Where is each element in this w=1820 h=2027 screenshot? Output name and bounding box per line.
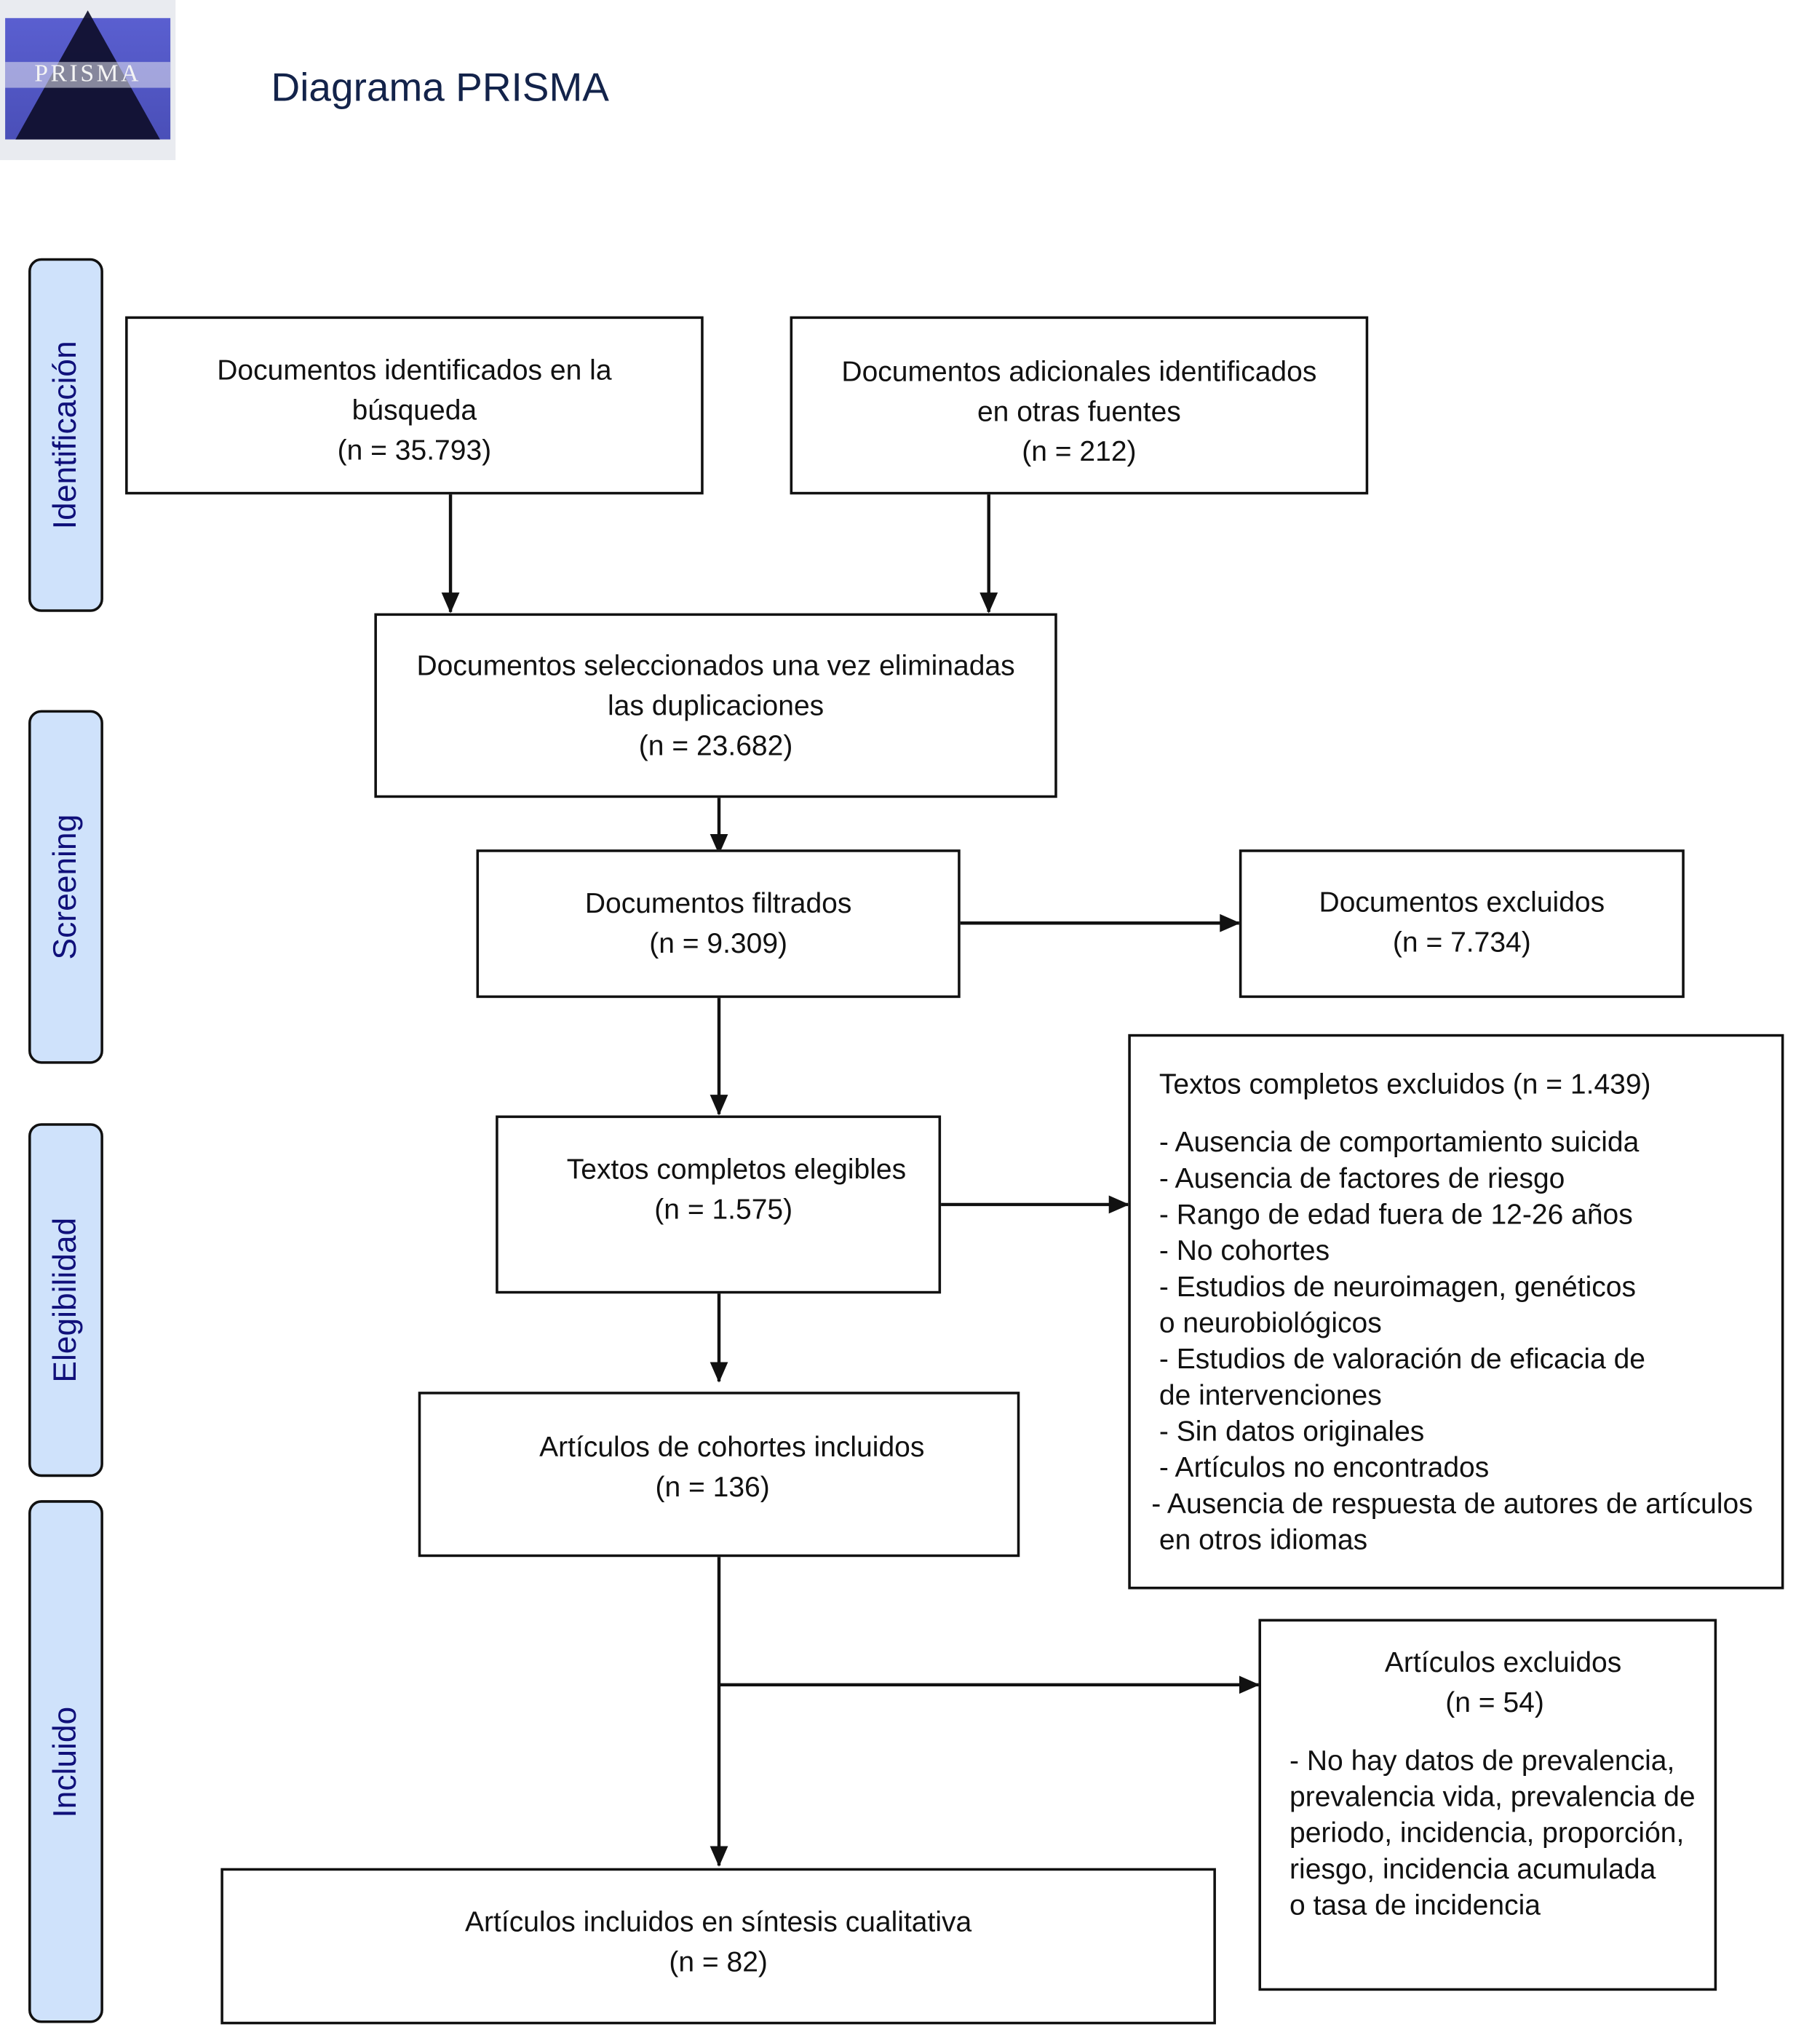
box-line: Textos completos elegibles (566, 1153, 907, 1186)
box-excluded: Documentos excluidos (n = 7.734) (1239, 849, 1685, 999)
box-line: Artículos excluidos (1384, 1646, 1622, 1678)
box-line: Artículos incluidos en síntesis cualitat… (464, 1905, 972, 1938)
list-item: - Sin datos originales (1159, 1415, 1425, 1448)
box-line: Documentos adicionales identificados (841, 354, 1317, 388)
list-item: - Ausencia de factores de riesgo (1159, 1162, 1565, 1194)
box-identified: Documentos identificados en la búsqueda … (125, 316, 704, 495)
box-count: (n = 7.734) (1392, 925, 1531, 959)
prisma-logo: PRISMA (0, 0, 176, 160)
phase-elegibilidad: Elegibilidad (28, 1123, 103, 1477)
phase-identificacion: Identificación (28, 258, 103, 612)
logo-text: PRISMA (5, 61, 171, 88)
box-count: (n = 1.575) (654, 1192, 793, 1226)
list-item: - No hay datos de prevalencia, (1290, 1744, 1675, 1777)
list-item: prevalencia vida, prevalencia de (1290, 1780, 1696, 1813)
box-additional: Documentos adicionales identificados en … (790, 316, 1369, 495)
box-line: las duplicaciones (607, 689, 824, 722)
phase-screening: Screening (28, 710, 103, 1064)
list-item: - No cohortes (1159, 1234, 1330, 1267)
exclusion-list: - Ausencia de comportamiento suicida - A… (1151, 1124, 1781, 1558)
box-line: búsqueda (351, 394, 477, 427)
box-line: Documentos filtrados (584, 886, 852, 919)
box-line: Documentos excluidos (1319, 885, 1605, 919)
box-cohorts: Artículos de cohortes incluidos (n = 136… (418, 1392, 1020, 1558)
box-line: Artículos de cohortes incluidos (539, 1430, 925, 1463)
box-count: (n = 35.793) (337, 433, 492, 467)
list-item: - Estudios de neuroimagen, genéticos (1159, 1270, 1637, 1303)
list-item: - Ausencia de comportamiento suicida (1159, 1125, 1640, 1159)
list-item: en otros idiomas (1159, 1523, 1368, 1556)
box-articles-excluded: Artículos excluidos (n = 54) - No hay da… (1258, 1619, 1717, 1991)
page-title: Diagrama PRISMA (271, 64, 609, 110)
list-item: o tasa de incidencia (1290, 1889, 1541, 1921)
box-included: Artículos incluidos en síntesis cualitat… (220, 1868, 1216, 2025)
list-item: - Ausencia de respuesta de autores de ar… (1151, 1487, 1753, 1520)
list-item: - Estudios de valoración de eficacia de (1159, 1342, 1646, 1376)
list-item: riesgo, incidencia acumulada (1290, 1852, 1656, 1885)
box-count: (n = 23.682) (638, 729, 793, 762)
box-count: (n = 136) (655, 1470, 770, 1503)
list-item: - Rango de edad fuera de 12-26 años (1159, 1198, 1633, 1231)
box-count: (n = 54) (1445, 1686, 1544, 1718)
box-deduplicated: Documentos seleccionados una vez elimina… (374, 613, 1057, 798)
box-filtered: Documentos filtrados (n = 9.309) (476, 849, 961, 999)
list-item: o neurobiológicos (1159, 1306, 1382, 1339)
box-title: Textos completos excluidos (n = 1.439) (1159, 1067, 1651, 1100)
box-line: Documentos identificados en la (217, 354, 612, 386)
list-item: periodo, incidencia, proporción, (1290, 1816, 1685, 1849)
box-count: (n = 82) (669, 1945, 768, 1978)
box-line: en otras fuentes (977, 394, 1181, 428)
list-item: de intervenciones (1159, 1379, 1382, 1411)
phase-incluido: Incluido (28, 1500, 103, 2023)
box-line: Documentos seleccionados una vez elimina… (416, 649, 1015, 682)
list-item: - Artículos no encontrados (1159, 1451, 1490, 1484)
box-count: (n = 9.309) (649, 927, 788, 959)
box-fulltext-excluded: Textos completos excluidos (n = 1.439) -… (1128, 1034, 1784, 1590)
box-eligible: Textos completos elegibles (n = 1.575) (496, 1115, 942, 1294)
box-count: (n = 212) (1022, 435, 1137, 468)
